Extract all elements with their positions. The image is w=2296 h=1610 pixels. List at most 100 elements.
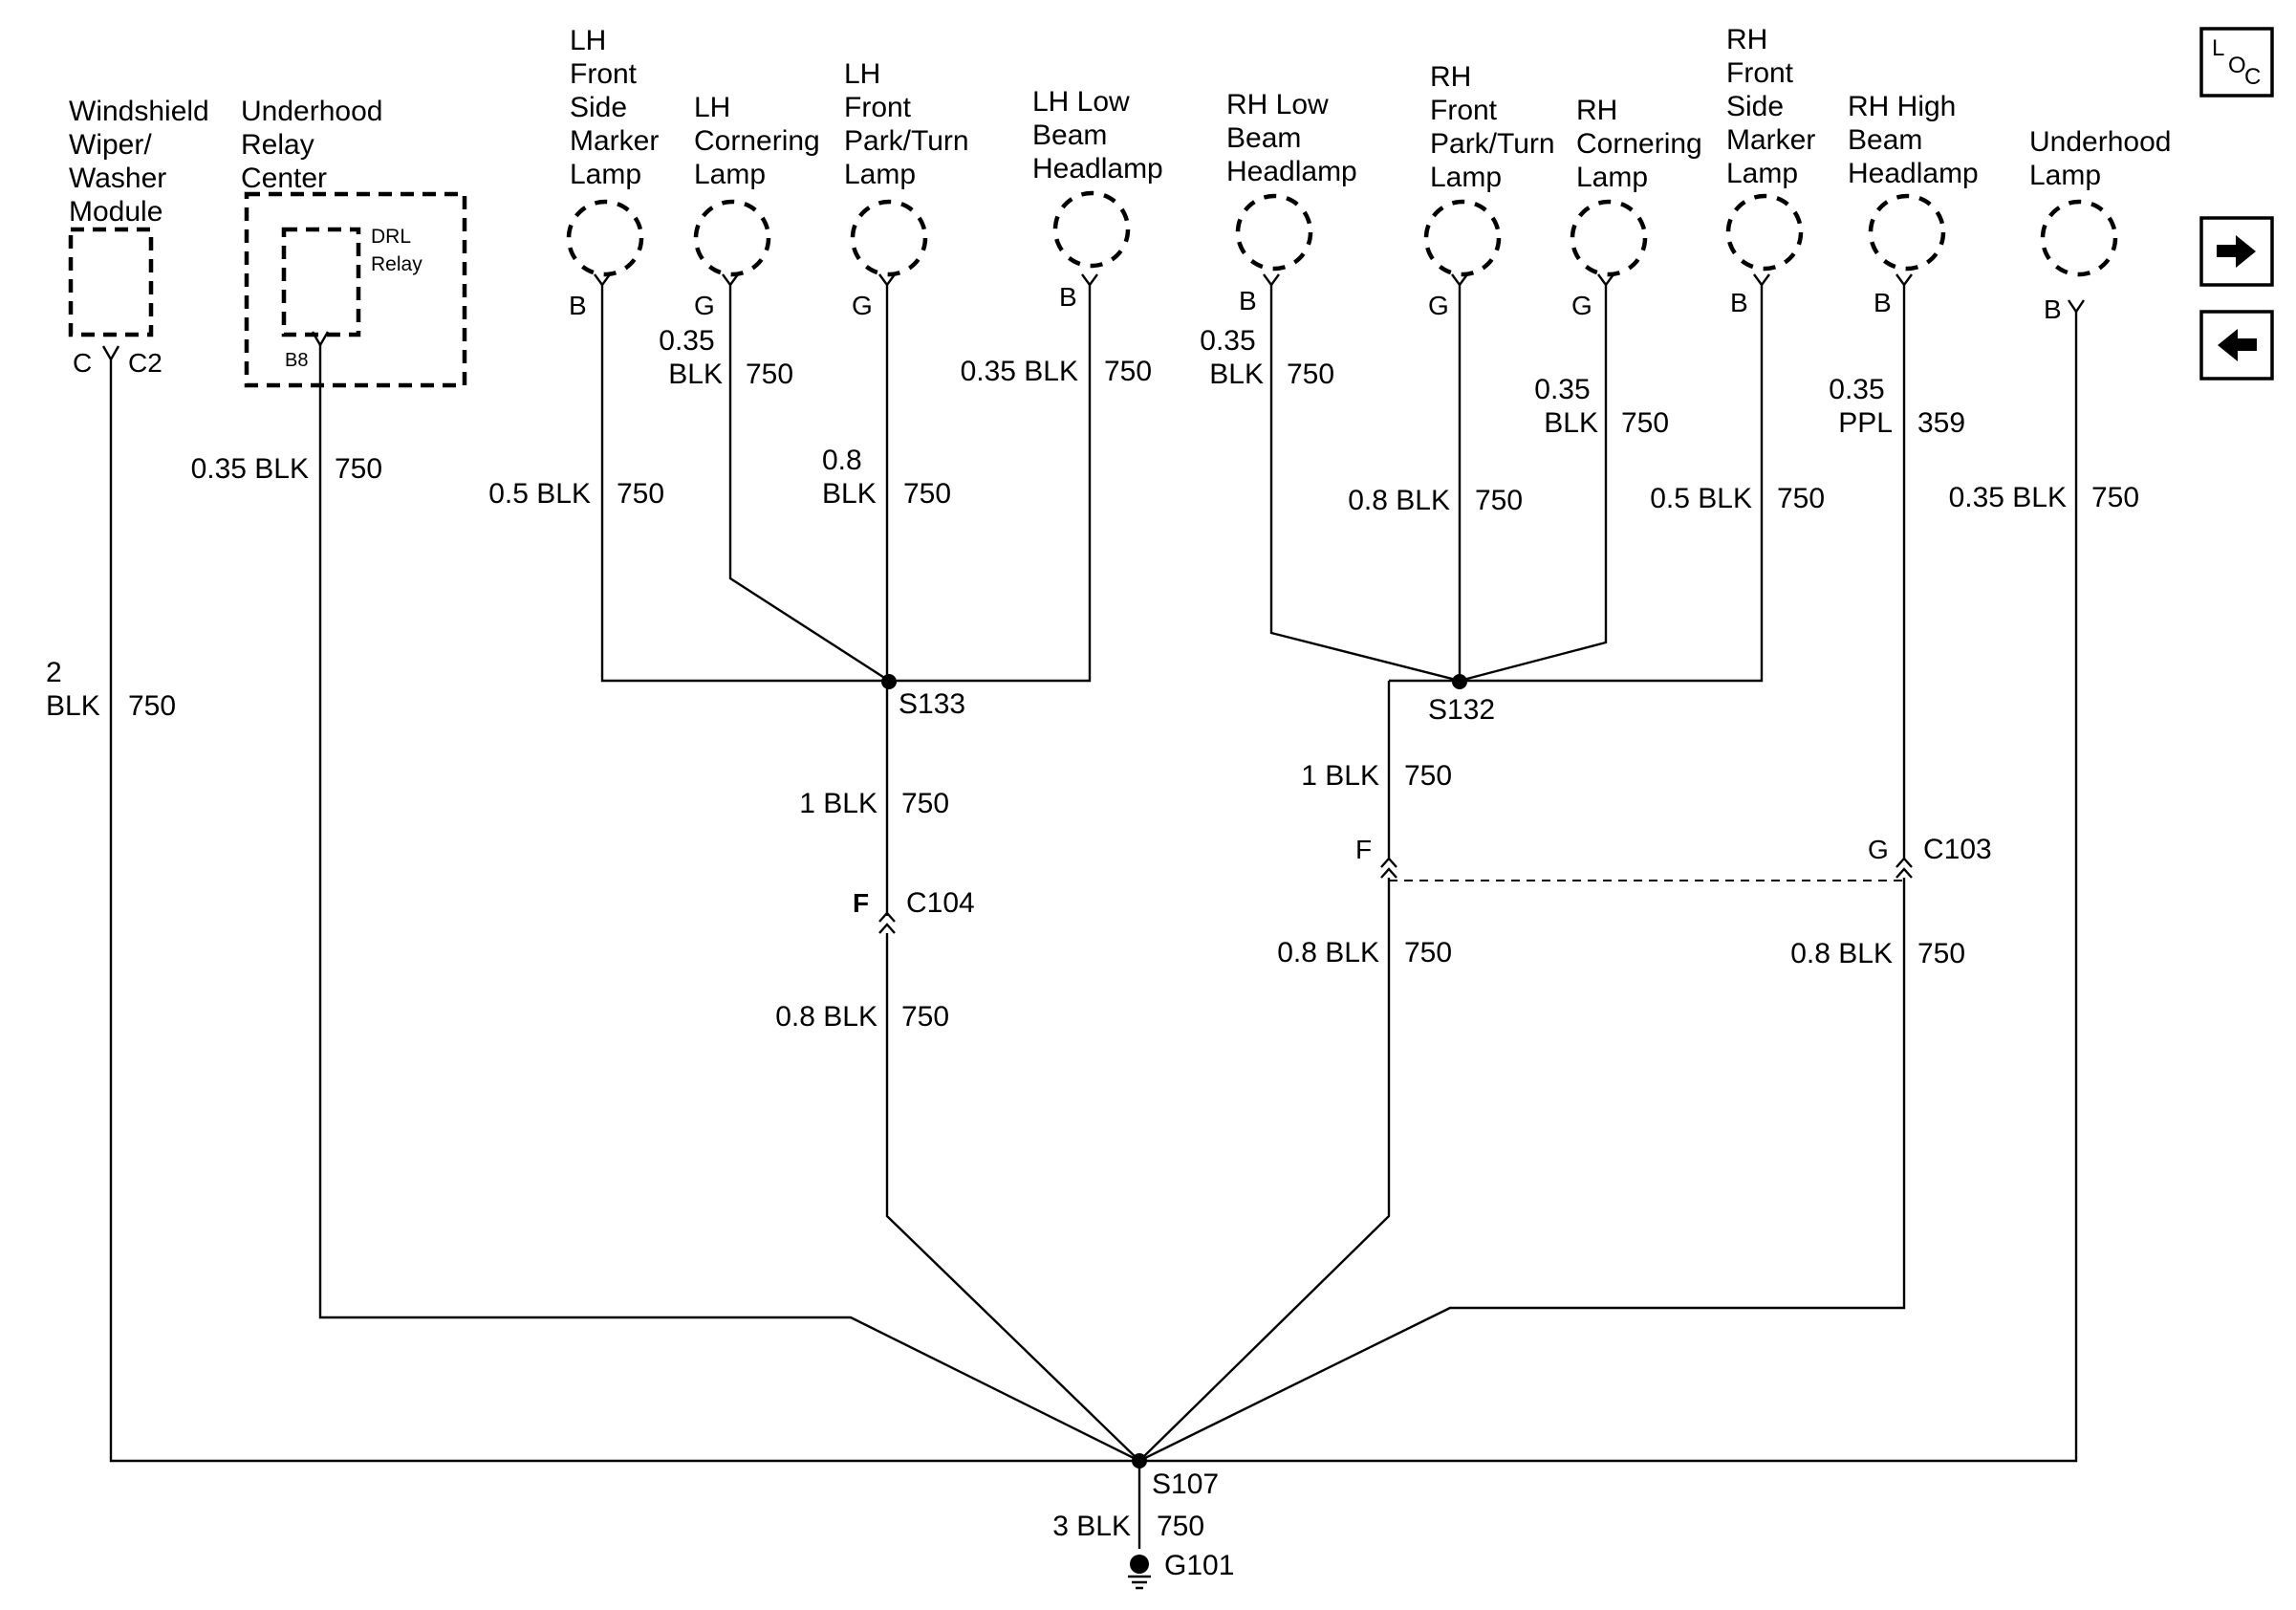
next-page-button-frame[interactable] [2199, 216, 2274, 287]
arrow-left-icon [2218, 329, 2257, 361]
rh-low-beam-pin: B [1239, 286, 1257, 315]
wire-label-c104-down-size: 0.8 BLK [775, 1001, 877, 1033]
c103-pin-g: G [1868, 835, 1889, 864]
wire-label-c104-down-circuit: 750 [901, 1001, 949, 1033]
wire-underhood-lamp [1139, 312, 2078, 1463]
wire-label-lh-cornering-circuit: 750 [746, 359, 793, 390]
rh-low-beam-label: RH Low Beam Headlamp [1226, 89, 1357, 187]
ground-dot [1130, 1555, 1149, 1574]
rh-side-marker-lamp: RH Front Side Marker Lamp B [1725, 24, 1824, 317]
rh-low-beam-pin-tick [1263, 273, 1280, 288]
wire-c103f-s107 [1138, 878, 1391, 1462]
drl-relay-label: DRL Relay [371, 226, 422, 275]
lh-low-beam-pin-tick [1081, 273, 1098, 288]
wire-label-c103-f-down-size: 0.8 BLK [1277, 937, 1379, 968]
c103-g-chevron-top [1895, 857, 1913, 868]
prev-page-button[interactable] [2199, 310, 2274, 381]
relay-center-label: Underhood Relay Center [241, 96, 391, 194]
splice-s132-label: S132 [1428, 694, 1495, 726]
wire-label-lh-side-marker-circuit: 750 [617, 478, 664, 510]
wire-label-rh-low-beam-circuit: 750 [1287, 359, 1334, 390]
ground-g101: G101 [1128, 1550, 1234, 1590]
wiper-pin-a: C [73, 348, 92, 378]
lh-cornering-pin-tick [722, 273, 739, 288]
c103-f-chevron-bottom [1380, 867, 1397, 879]
wire-lh-side-marker [600, 285, 889, 683]
wire-label-rh-side-marker-circuit: 750 [1777, 483, 1825, 514]
wire-labels: 2 BLK 750 0.35 BLK 750 0.5 BLK 750 0.35 … [46, 325, 2139, 1542]
rh-cornering-pin-tick [1597, 273, 1614, 288]
wire-label-s133-down-size: 1 BLK [799, 788, 877, 819]
lh-low-beam-pin: B [1059, 282, 1077, 312]
lh-cornering-lamp: LH Cornering Lamp G [693, 92, 820, 320]
rh-side-marker-pin: B [1730, 288, 1748, 317]
loc-letter-l: L [2212, 35, 2224, 61]
wire-label-s132-down-size: 1 BLK [1301, 760, 1379, 792]
wire-rh-low-beam [1269, 285, 1461, 683]
underhood-lamp: Underhood Lamp B [2029, 126, 2179, 324]
wire-rh-cornering [1459, 285, 1608, 683]
splice-s133-dot [881, 674, 897, 689]
next-page-button[interactable] [2199, 216, 2274, 287]
wire-rh-side-marker [1389, 285, 1764, 683]
wire-label-rh-park-turn-size: 0.8 BLK [1348, 485, 1450, 516]
arrow-right-icon [2217, 235, 2256, 268]
lh-park-turn-pin: G [852, 291, 873, 320]
wire-label-ground-circuit: 750 [1157, 1511, 1204, 1542]
rh-side-marker-bulb [1725, 193, 1804, 272]
rh-high-beam-pin: B [1874, 288, 1892, 317]
relay-pin: B8 [285, 350, 308, 371]
lh-cornering-pin: G [694, 291, 715, 320]
rh-cornering-label: RH Cornering Lamp [1576, 95, 1710, 193]
wire-label-lh-park-turn-size: 0.8 BLK [822, 445, 877, 510]
wire-relay [318, 345, 1140, 1463]
wiper-module-label: Windshield Wiper/ Washer Module [69, 96, 217, 228]
lh-side-marker-pin-tick [594, 273, 611, 288]
c104-chevron-bottom [878, 923, 896, 934]
wire-c103g-s107 [1138, 878, 1906, 1463]
loc-letter-c: C [2244, 64, 2261, 90]
wiper-pin-b: C2 [128, 348, 162, 378]
lh-park-turn-label: LH Front Park/Turn Lamp [844, 58, 977, 190]
wire-label-c103-g-down-size: 0.8 BLK [1790, 938, 1893, 969]
wire-label-rh-side-marker-size: 0.5 BLK [1650, 483, 1752, 514]
rh-cornering-bulb [1570, 199, 1648, 277]
lh-side-marker-pin: B [569, 291, 587, 320]
rh-side-marker-label: RH Front Side Marker Lamp [1726, 24, 1824, 189]
wire-label-ground-size: 3 BLK [1052, 1511, 1131, 1542]
rh-side-marker-pin-tick [1753, 273, 1770, 288]
wire-label-rh-park-turn-circuit: 750 [1475, 485, 1523, 516]
underhood-lamp-label: Underhood Lamp [2029, 126, 2179, 191]
wire-label-relay-size: 0.35 BLK [191, 453, 309, 485]
connector-c104: F C104 [853, 887, 975, 934]
loc-button[interactable]: L O C [2199, 27, 2274, 98]
c103-g-chevron-bottom [1895, 867, 1913, 879]
rh-low-beam-bulb [1235, 193, 1313, 272]
wire-lh-cornering [728, 285, 890, 683]
wires [109, 285, 2078, 1549]
rh-park-turn-pin: G [1428, 291, 1449, 320]
drl-relay-box [281, 227, 361, 337]
wiper-pin-tick [101, 345, 120, 362]
wire-label-lh-cornering-size: 0.35 BLK [659, 325, 723, 390]
loc-button-frame[interactable] [2199, 27, 2274, 98]
wire-label-rh-cornering-circuit: 750 [1621, 407, 1669, 439]
underhood-relay-center: Underhood Relay Center DRL Relay B8 [241, 96, 467, 388]
lh-low-beam-bulb [1052, 190, 1131, 269]
splice-s132-dot [1452, 674, 1467, 689]
connector-c103: F G C103 [1355, 834, 1992, 879]
rh-high-beam-bulb [1868, 193, 1946, 272]
splice-s107-dot [1132, 1453, 1147, 1469]
rh-high-beam-lamp: RH High Beam Headlamp B [1848, 91, 1979, 317]
c104-chevron-top [878, 911, 896, 923]
rh-park-turn-lamp: RH Front Park/Turn Lamp G [1423, 61, 1555, 320]
wire-label-s133-down-circuit: 750 [901, 788, 949, 819]
c104-pin: F [853, 888, 869, 918]
rh-cornering-pin: G [1571, 291, 1592, 320]
wire-label-c103-g-down-circuit: 750 [1917, 938, 1965, 969]
c103-f-chevron-top [1380, 857, 1397, 868]
wiper-module-box [68, 227, 154, 337]
lh-park-turn-bulb [850, 199, 928, 277]
wire-label-underhood-lamp-size: 0.35 BLK [1949, 482, 2067, 513]
wire-label-wiper-circuit: 750 [128, 690, 176, 722]
